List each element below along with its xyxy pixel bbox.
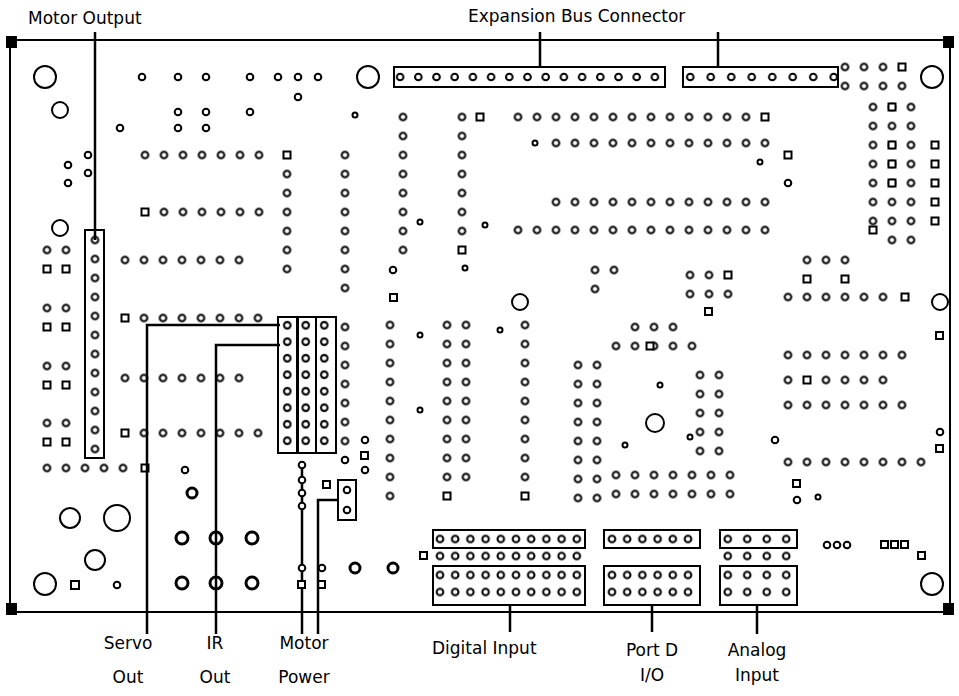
- part-label: Expansion Bus Connector: [468, 5, 685, 27]
- part-label: Port D I/O: [616, 638, 688, 688]
- part-label: Motor Power: [269, 626, 339, 694]
- part-label: IR Out: [193, 626, 237, 694]
- part-label: Servo Out: [93, 626, 163, 694]
- part-label: Digital Input: [432, 637, 537, 659]
- part-label: Analog Input: [716, 638, 798, 688]
- part-label: Motor Output: [28, 7, 142, 29]
